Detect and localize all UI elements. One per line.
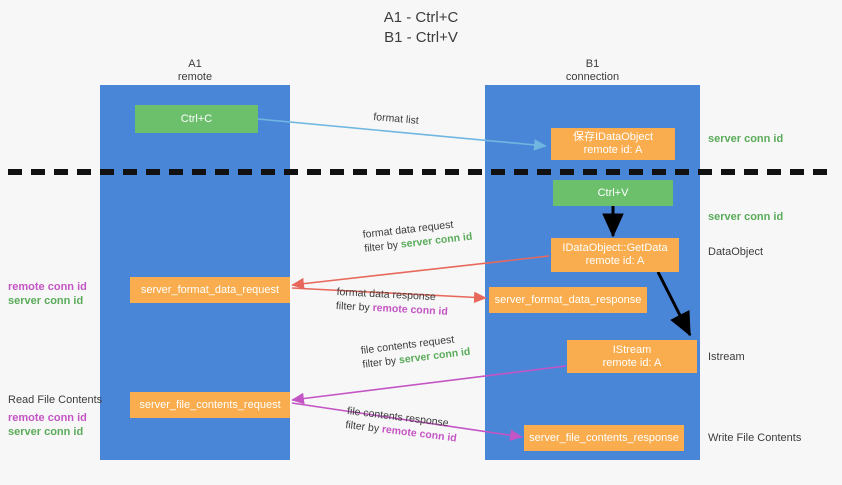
node-istream-line-2: remote id: A — [602, 356, 662, 369]
side-label-read-file-contents-text: Read File Contents — [8, 394, 103, 406]
side-label-server-conn-id-bottom: server conn id — [8, 426, 84, 438]
side-label-data-object: DataObject — [708, 245, 763, 259]
side-label-server-conn-id-left-mid: server conn id — [8, 295, 84, 307]
side-label-data-object-text: DataObject — [708, 246, 764, 258]
node-save-data-object[interactable]: 保存IDataObject remote id: A — [551, 128, 675, 160]
node-istream[interactable]: IStream remote id: A — [567, 340, 697, 373]
node-ctrl-v[interactable]: Ctrl+V — [553, 180, 673, 206]
edge-label-file-contents-response: file contents response filter by remote … — [345, 404, 460, 445]
node-server-format-data-request-label: server_format_data_request — [140, 283, 280, 296]
side-label-write-file-contents: Write File Contents — [708, 431, 801, 445]
node-save-data-object-line-2: remote id: A — [583, 144, 643, 156]
side-label-istream-text: Istream — [708, 351, 745, 363]
side-label-server-conn-id-top-text: server conn id — [708, 133, 784, 145]
node-ctrl-c[interactable]: Ctrl+C — [135, 105, 258, 133]
node-ctrl-c-label: Ctrl+C — [180, 112, 213, 125]
node-save-data-object-line-1: 保存IDataObject — [572, 131, 654, 143]
title-line-2: B1 - Ctrl+V — [384, 29, 458, 46]
edge-label-format-data-response-filter-value: remote conn id — [372, 301, 449, 318]
side-label-server-conn-id-top: server conn id — [708, 132, 783, 146]
side-label-conn-ids-mid: remote conn id server conn id — [8, 280, 87, 308]
edge-label-format-list-text: format list — [372, 110, 420, 127]
edge-label-format-data-request: format data request filter by server con… — [362, 216, 473, 256]
lane-a1-subtitle: remote — [177, 71, 213, 83]
side-label-write-file-contents-text: Write File Contents — [708, 432, 802, 444]
node-server-format-data-response[interactable]: server_format_data_response — [489, 287, 647, 313]
lane-b1-subtitle: connection — [565, 71, 620, 83]
node-server-file-contents-response-label: server_file_contents_response — [529, 431, 679, 444]
side-label-conn-ids-bottom: remote conn id server conn id — [8, 411, 87, 439]
node-istream-line-1: IStream — [612, 343, 652, 356]
node-ctrl-v-label: Ctrl+V — [597, 186, 629, 199]
page-title: A1 - Ctrl+C B1 - Ctrl+V — [0, 8, 842, 48]
edge-label-file-contents-request: file contents request filter by server c… — [360, 331, 471, 372]
side-label-read-file-contents: Read File Contents — [8, 393, 102, 407]
lane-b1-header: B1 connection — [485, 58, 700, 84]
node-get-data-line-2: remote id: A — [585, 255, 645, 267]
node-server-format-data-response-label: server_format_data_response — [494, 293, 642, 306]
lane-b1-title: B1 — [585, 58, 600, 70]
title-line-1: A1 - Ctrl+C — [383, 9, 459, 26]
lane-a1-header: A1 remote — [100, 58, 290, 84]
node-get-data-line-1: IDataObject::GetData — [562, 242, 668, 254]
side-label-server-conn-id-mid-text: server conn id — [708, 211, 784, 223]
node-server-file-contents-response[interactable]: server_file_contents_response — [524, 425, 684, 451]
node-server-file-contents-request-label: server_file_contents_request — [139, 398, 281, 411]
lane-a1-title: A1 — [188, 58, 202, 70]
edge-label-format-data-response: format data response filter by remote co… — [336, 285, 449, 319]
node-server-file-contents-request[interactable]: server_file_contents_request — [130, 392, 290, 418]
edge-label-format-data-request-filter-prefix: filter by — [363, 238, 402, 255]
node-get-data[interactable]: IDataObject::GetData remote id: A — [551, 238, 679, 272]
edge-label-format-data-response-filter-prefix: filter by — [335, 299, 373, 314]
side-label-remote-conn-id-bottom: remote conn id — [8, 412, 87, 424]
edge-label-file-contents-request-filter-prefix: filter by — [361, 354, 400, 371]
side-label-server-conn-id-mid: server conn id — [708, 210, 783, 224]
side-label-remote-conn-id-mid: remote conn id — [8, 281, 87, 293]
edge-label-file-contents-response-filter-prefix: filter by — [344, 418, 383, 436]
edge-label-format-list: format list — [373, 110, 420, 128]
node-server-format-data-request[interactable]: server_format_data_request — [130, 277, 290, 303]
side-label-istream: Istream — [708, 350, 745, 364]
